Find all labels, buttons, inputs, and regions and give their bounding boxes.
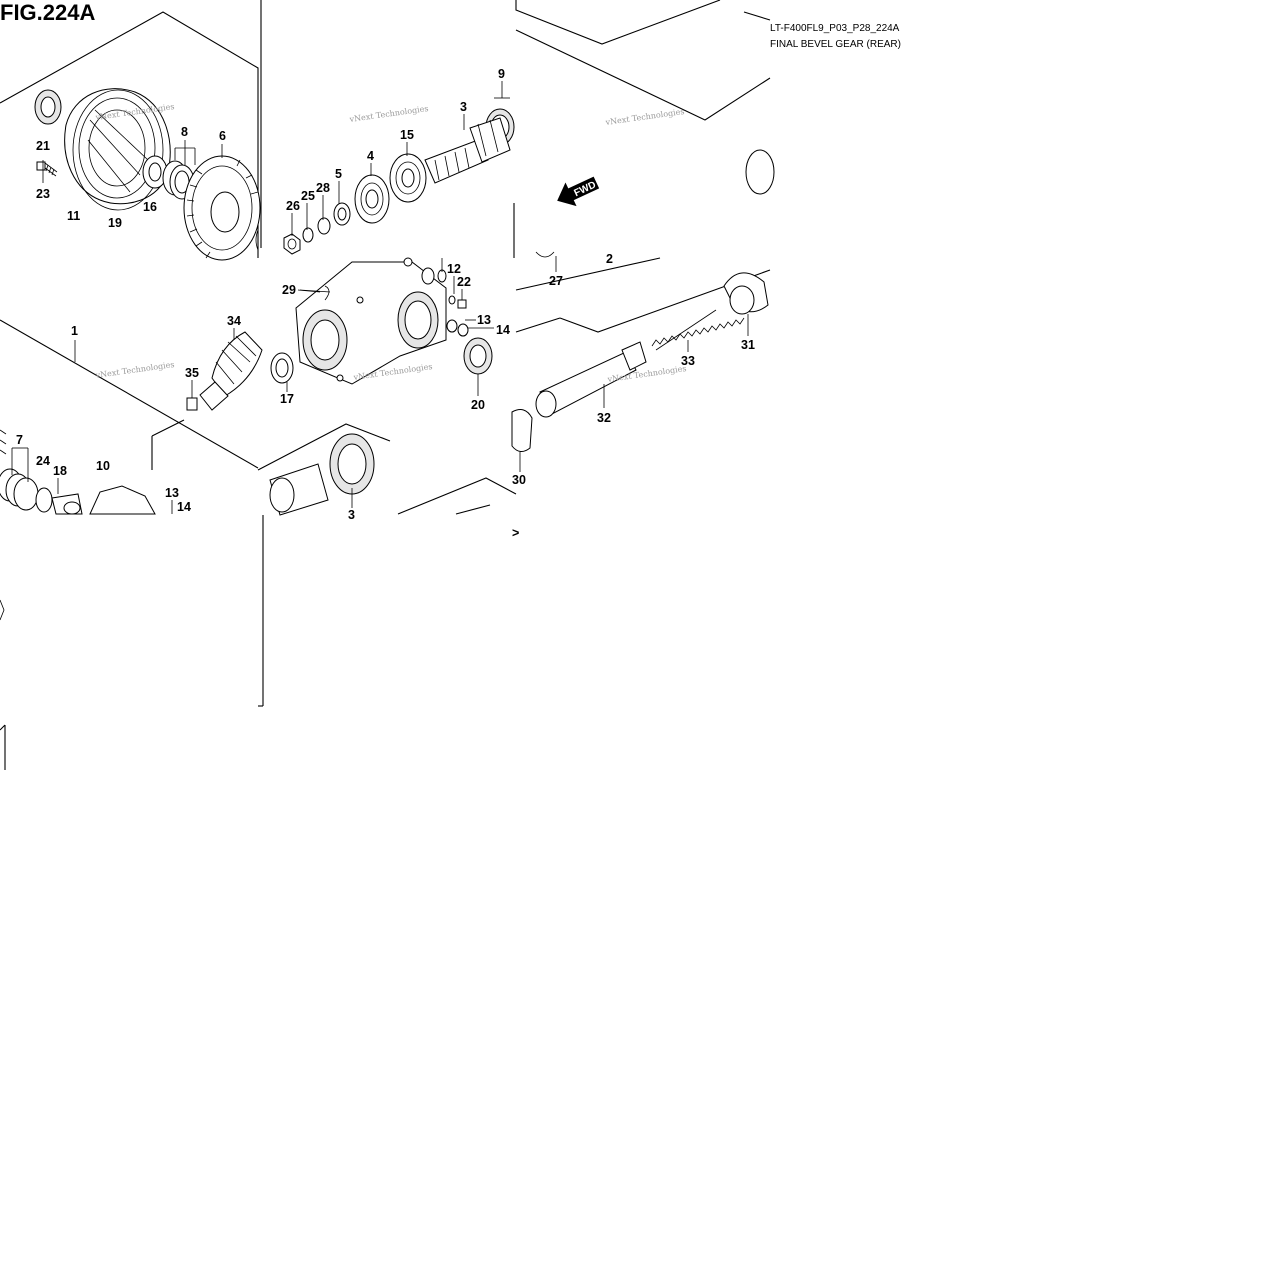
part-17-bearing [270,352,294,384]
callout-5: 5 [335,167,342,181]
figure-title: FIG.224A [0,0,95,25]
callout-23: 23 [36,187,50,201]
part-20-oil-seal [463,337,493,375]
part-32-propeller-shaft [535,341,647,418]
figure-code: LT-F400FL9_P03_P28_224A [770,23,900,34]
part-3-bevel-pinion [424,117,511,184]
part-4-bearing [354,174,390,224]
part-30-boot [511,409,533,452]
callout-31: 31 [741,338,755,352]
group-frames [0,0,771,770]
callout-17: 17 [280,392,294,406]
arrow-glyph: > [512,526,519,540]
crop-masks [0,514,263,520]
part-31-damper [723,272,769,315]
part-5-spacer [333,202,351,226]
part-6-bevel-gear [183,155,261,261]
callout-9: 9 [498,67,505,81]
part-3b-bearing [269,433,375,516]
fwd-arrow-icon: FWD [557,176,600,207]
part-19-o-ring [72,89,164,211]
callout-28: 28 [316,181,330,195]
callout-12: 12 [447,262,461,276]
gear-teeth-fragments [0,229,259,621]
callout-16: 16 [143,200,157,214]
callouts: 21 8 6 23 11 19 16 9 3 15 4 28 5 25 26 2… [16,67,755,540]
part-2-housing [295,257,447,385]
part-22-bolt [448,295,467,309]
part-13-washer [446,319,469,337]
callout-22: 22 [457,275,471,289]
part-35-clamp [186,397,198,411]
part-25-washer [302,227,314,243]
callout-19: 19 [108,216,122,230]
part-34-boot [199,331,263,411]
callout-26: 26 [286,199,300,213]
part-15-bearing [389,153,427,203]
callout-8: 8 [181,125,188,139]
callout-34: 34 [227,314,241,328]
part-18-bearing [51,493,83,515]
callout-10: 10 [96,459,110,473]
callout-35: 35 [185,366,199,380]
callout-13b: 13 [165,486,179,500]
leader-lines [11,81,749,514]
part-12-washer [421,267,447,285]
watermark: vNext Technologies [604,107,685,127]
callout-14: 14 [496,323,510,337]
part-outline-right [745,149,775,195]
part-27-bolt [535,251,555,258]
callout-21: 21 [36,139,50,153]
callout-15: 15 [400,128,414,142]
callout-29: 29 [282,283,296,297]
callout-25: 25 [301,189,315,203]
part-23-bolt [36,161,58,177]
part-7-shims [0,468,39,511]
callout-3b: 3 [348,508,355,522]
callout-30: 30 [512,473,526,487]
figure-name: FINAL BEVEL GEAR (REAR) [770,39,901,50]
callout-32: 32 [597,411,611,425]
callout-2: 2 [606,252,613,266]
watermark: vNext Technologies [348,104,429,124]
part-26-nut [283,233,301,255]
callout-18: 18 [53,464,67,478]
part-33-spring [651,309,745,351]
part-21-oil-seal [34,89,62,125]
fwd-label: FWD [572,180,597,200]
callout-7: 7 [16,433,23,447]
callout-20: 20 [471,398,485,412]
callout-4: 4 [367,149,374,163]
part-28-washer [317,217,331,235]
part-24-washer [35,487,53,513]
callout-6: 6 [219,129,226,143]
callout-27: 27 [549,274,563,288]
part-16-bearing [142,155,168,189]
callout-3: 3 [460,100,467,114]
watermark: vNext Technologies [94,360,175,380]
callout-24: 24 [36,454,50,468]
part-10-gear-case [89,485,156,515]
callout-11: 11 [67,209,80,223]
callout-33: 33 [681,354,695,368]
callout-13: 13 [477,313,491,327]
callout-14b: 14 [177,500,191,514]
callout-1: 1 [71,324,78,338]
